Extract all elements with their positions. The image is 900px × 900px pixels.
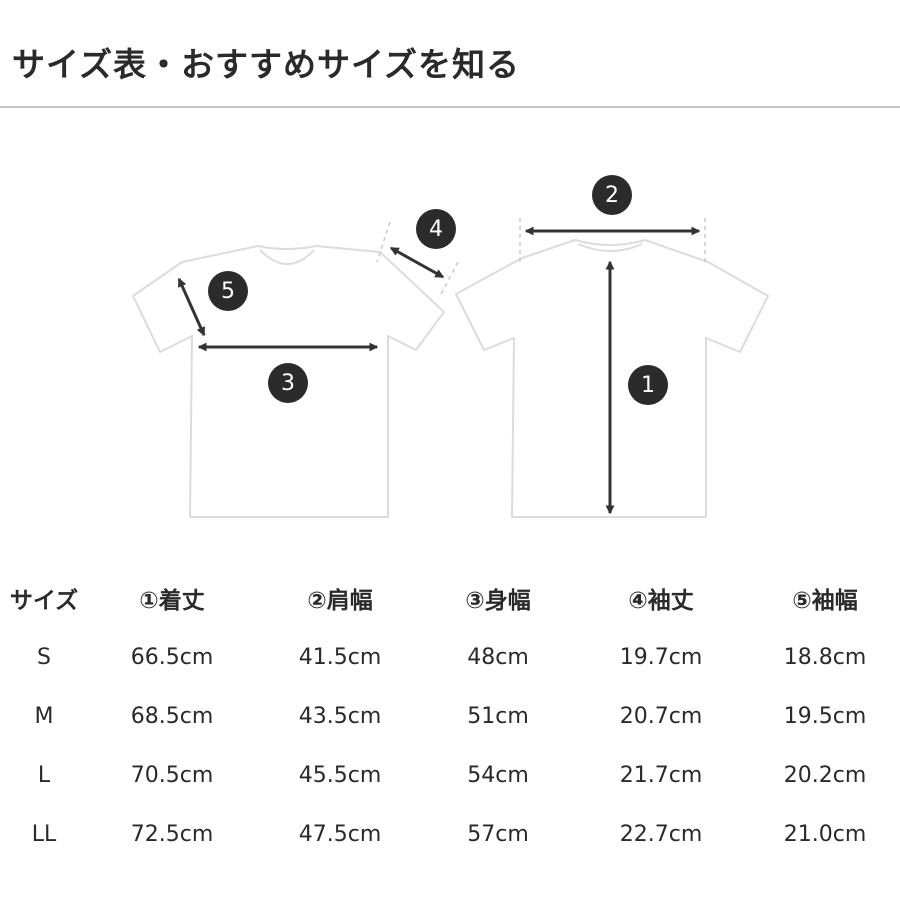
sleeve-width-value: 20.2cm [783, 763, 867, 788]
table-row: S 66.5cm 41.5cm 48cm 19.7cm 18.8cm [0, 628, 900, 687]
svg-text:4: 4 [429, 217, 443, 242]
length-value: 68.5cm [130, 704, 214, 729]
sleeve-length-value: 21.7cm [619, 763, 703, 788]
size-table: サイズ ①着丈 ②肩幅 ③身幅 ④袖丈 ⑤袖幅 S 66.5cm 41.5cm … [0, 568, 900, 864]
chest-width-value: 48cm [467, 645, 529, 670]
front-tshirt-outline [132, 245, 445, 518]
sleeve-width-arrow [177, 277, 206, 337]
svg-text:2: 2 [605, 183, 619, 208]
svg-text:5: 5 [221, 279, 235, 304]
sleeve-length-value: 22.7cm [619, 822, 703, 847]
table-row: L 70.5cm 45.5cm 54cm 21.7cm 20.2cm [0, 746, 900, 805]
sleeve-length-arrow [389, 246, 445, 279]
sleeve-width-value: 21.0cm [783, 822, 867, 847]
size-label: LL [31, 822, 57, 847]
shoulder-width-value: 43.5cm [298, 704, 382, 729]
header-chest-width: ③身幅 [465, 588, 531, 614]
length-value: 70.5cm [130, 763, 214, 788]
marker-1: 1 [628, 365, 668, 405]
size-label: M [34, 704, 54, 729]
header-sleeve-width: ⑤袖幅 [792, 588, 858, 614]
marker-3: 3 [268, 363, 308, 403]
page-title: サイズ表・おすすめサイズを知る [12, 45, 521, 84]
sleeve-length-value: 19.7cm [619, 645, 703, 670]
size-label: L [37, 763, 51, 788]
shoulder-width-value: 47.5cm [298, 822, 382, 847]
shoulder-width-value: 45.5cm [298, 763, 382, 788]
svg-text:3: 3 [281, 371, 295, 396]
header-size: サイズ [9, 588, 79, 614]
header-sleeve-length: ④袖丈 [628, 588, 694, 614]
chest-width-value: 57cm [467, 822, 529, 847]
chest-width-value: 54cm [467, 763, 529, 788]
header-shoulder-width: ②肩幅 [307, 588, 373, 614]
table-row: LL 72.5cm 47.5cm 57cm 22.7cm 21.0cm [0, 805, 900, 864]
table-row: M 68.5cm 43.5cm 51cm 20.7cm 19.5cm [0, 687, 900, 746]
shoulder-width-value: 41.5cm [298, 645, 382, 670]
header-length: ①着丈 [139, 588, 205, 614]
size-label: S [37, 645, 51, 670]
length-value: 66.5cm [130, 645, 214, 670]
marker-5: 5 [208, 271, 248, 311]
sleeve-width-value: 18.8cm [783, 645, 867, 670]
sleeve-length-value: 20.7cm [619, 704, 703, 729]
back-tshirt-outline [455, 239, 769, 518]
tshirt-measurement-diagram: 1 2 3 4 5 [0, 108, 900, 548]
chest-width-value: 51cm [467, 704, 529, 729]
length-value: 72.5cm [130, 822, 214, 847]
title-divider [0, 106, 900, 108]
marker-2: 2 [592, 175, 632, 215]
guide-lines [376, 218, 706, 297]
sleeve-width-value: 19.5cm [783, 704, 867, 729]
svg-text:1: 1 [641, 373, 655, 398]
table-header-row: サイズ ①着丈 ②肩幅 ③身幅 ④袖丈 ⑤袖幅 [0, 568, 900, 628]
marker-4: 4 [416, 209, 456, 249]
